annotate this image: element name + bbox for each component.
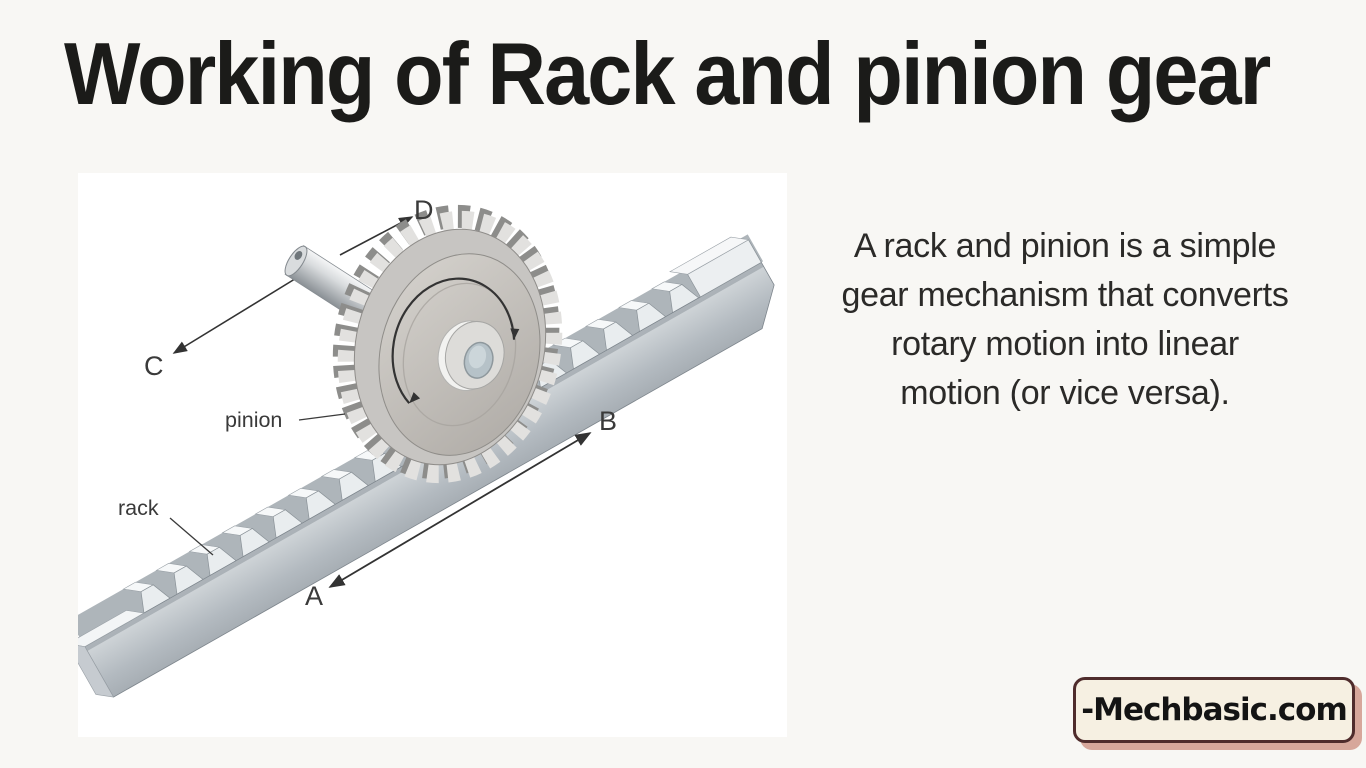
label-d: D [414,195,434,225]
description-text: A rack and pinion is a simple gear mecha… [795,222,1335,418]
pinion-gear [332,204,563,484]
description-line: rotary motion into linear [891,325,1239,363]
rack-pinion-illustration: D C B A pinion rack [78,195,775,698]
label-a: A [305,581,323,611]
description-line: gear mechanism that converts [841,276,1289,314]
rotation-arrowhead-left [409,392,421,404]
watermark-badge: -Mechbasic.com [1073,677,1355,743]
watermark-text: -Mechbasic.com [1081,692,1347,728]
rack-left-end-top [78,610,145,647]
label-pinion: pinion [225,408,282,432]
rack-leader-line [169,517,214,556]
shaft-end-hole [294,250,303,260]
gear-face-inner-ring [402,282,517,427]
description-line: motion (or vice versa). [900,374,1230,412]
pinion-leader-line [298,413,346,421]
rack-left-end-side [78,643,115,698]
description-line: A rack and pinion is a simple [853,227,1277,265]
page-title: Working of Rack and pinion gear [64,24,1271,123]
rack-arrow-a [328,509,461,588]
rotation-arc [391,277,516,404]
rotation-arrowhead-right [510,328,520,340]
label-rack: rack [118,496,159,520]
axis-arrow-c [172,273,304,354]
label-b: B [599,406,617,436]
rack-right-end-top [669,236,750,275]
gear-teeth [337,210,563,484]
label-c: C [144,351,164,381]
hub-hole-highlight [468,345,487,369]
rack-arrow-b [459,432,592,511]
rack-pinion-diagram: D C B A pinion rack [78,173,787,737]
